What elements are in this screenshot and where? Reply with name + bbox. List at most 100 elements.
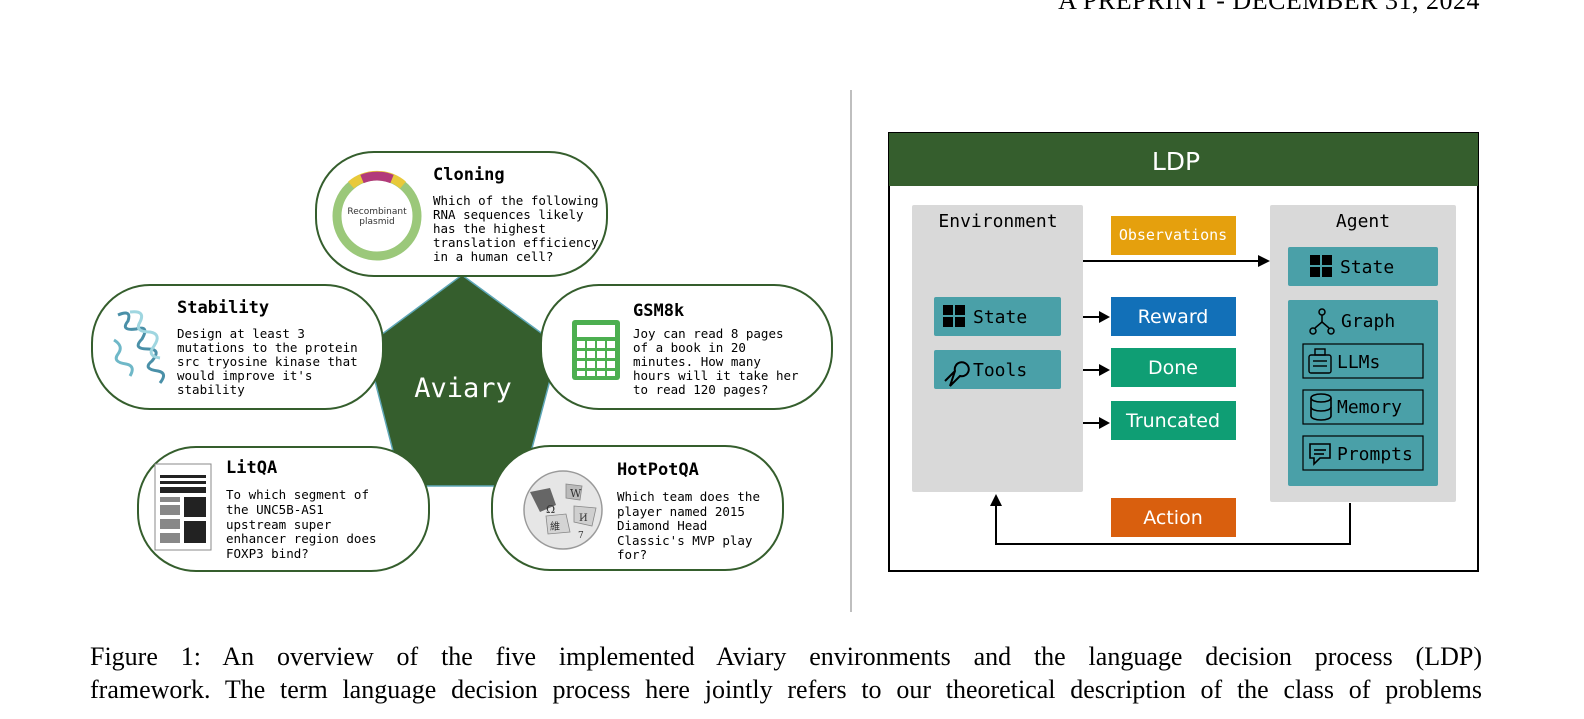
svg-text:enhancer region does: enhancer region does [226,531,377,546]
env-question: Which team does the player named 2015 Di… [617,489,760,562]
agent-memory: Memory [1302,389,1424,425]
agent-graph: Graph LLMs [1288,300,1438,486]
ldp-environment-box: Environment State Tools [912,205,1083,492]
svg-text:Which of the following: Which of the following [433,193,599,208]
svg-text:src tryosine kinase that: src tryosine kinase that [177,354,358,369]
svg-text:Diamond Head: Diamond Head [617,518,707,533]
svg-text:RNA sequences likely: RNA sequences likely [433,207,584,222]
env-card-gsm8k: GSM8k Joy can read 8 pages of a book in … [540,284,833,410]
svg-text:W: W [570,487,582,500]
action-arrowhead [990,494,1002,506]
agent-title: Agent [1336,211,1390,232]
env-card-stability: Stability Design at least 3 mutations to… [91,284,384,410]
svg-text:Action: Action [1143,507,1203,529]
ldp-title: LDP [1152,147,1200,176]
svg-text:would improve it's: would improve it's [177,368,312,383]
ldp-panel: LDP Environment State [888,132,1479,572]
database-icon [1310,393,1332,421]
env-card-litqa: LitQA To which segment of the UNC5B-AS1 … [137,446,430,572]
svg-text:Truncated: Truncated [1125,410,1220,432]
paper-document-icon [154,463,212,551]
done-signal: Done [1083,348,1236,387]
env-title: Cloning [433,165,505,185]
svg-text:維: 維 [550,520,560,533]
truncated-signal: Truncated [1083,401,1236,440]
grid-icon [943,305,965,327]
env-title: LitQA [226,458,277,478]
env-title: Stability [177,298,269,318]
svg-text:Reward: Reward [1138,306,1209,328]
svg-text:upstream super: upstream super [226,517,332,532]
svg-text:hours will it take her: hours will it take her [633,368,799,383]
action-feedback-arrow [995,503,1351,545]
caption-line-1: Figure 1: An overview of the five implem… [90,642,1482,671]
ldp-agent-box: Agent State [1270,205,1456,502]
env-title: HotPotQA [617,460,699,480]
graph-node-icon [1309,308,1335,335]
svg-text:State: State [973,307,1027,328]
wikipedia-globe-icon: Ω W 維 И 7 [523,470,603,550]
environment-title: Environment [938,211,1057,232]
svg-text:of a book in 20: of a book in 20 [633,340,746,355]
svg-text:Prompts: Prompts [1337,444,1413,465]
protein-ribbon-icon [113,310,165,384]
svg-text:Memory: Memory [1337,397,1402,418]
svg-text:in a human cell?: in a human cell? [433,249,553,264]
observations-arrowhead [1258,255,1270,267]
environment-state: State [934,297,1061,336]
svg-text:translation efficiency: translation efficiency [433,235,599,250]
reward-signal: Reward [1083,297,1236,336]
aviary-label: Aviary [414,373,512,404]
svg-text:Ω: Ω [546,503,555,516]
svg-text:Classic's MVP play: Classic's MVP play [617,533,753,548]
running-head: A PREPRINT - DECEMBER 31, 2024 [1058,0,1480,15]
svg-text:player named 2015: player named 2015 [617,504,745,519]
env-card-hotpotqa: Ω W 維 И 7 HotPotQA Which team does the p… [491,445,784,571]
svg-text:the UNC5B-AS1: the UNC5B-AS1 [226,502,324,517]
svg-text:Joy can read 8 pages: Joy can read 8 pages [633,326,784,341]
svg-text:mutations to the protein: mutations to the protein [177,340,358,355]
svg-text:State: State [1340,257,1394,278]
svg-text:Which team does the: Which team does the [617,489,760,504]
svg-text:И: И [579,513,588,524]
svg-text:stability: stability [177,382,245,397]
svg-text:minutes. How many: minutes. How many [633,354,761,369]
plasmid-icon: Recombinant plasmid [332,170,422,261]
chat-bubble-icon [1309,443,1331,466]
agent-llms: LLMs [1302,343,1424,379]
ldp-title-bar [889,133,1478,186]
env-card-cloning: Recombinant plasmid Cloning Which of the… [315,151,608,277]
svg-text:Graph: Graph [1341,311,1395,332]
env-title: GSM8k [633,301,684,321]
env-question: To which segment of the UNC5B-AS1 upstre… [226,487,377,561]
svg-text:Observations: Observations [1119,226,1227,244]
svg-text:has the highest: has the highest [433,221,546,236]
env-question: Which of the following RNA sequences lik… [433,193,599,264]
environment-tools: Tools [934,350,1061,389]
svg-text:LLMs: LLMs [1337,352,1380,373]
svg-text:to read 120 pages?: to read 120 pages? [633,382,768,397]
wrench-icon [944,361,970,387]
env-question: Joy can read 8 pages of a book in 20 min… [633,326,799,397]
calculator-icon [572,320,620,380]
action-signal: Action [1111,498,1236,537]
env-question: Design at least 3 mutations to the prote… [177,326,358,397]
grid-icon [1310,255,1332,277]
svg-text:for?: for? [617,547,647,562]
agent-prompts: Prompts [1302,435,1424,471]
svg-text:7: 7 [578,531,584,541]
aviary-panel: Aviary Recombinant plasmid Cloning Which… [91,151,833,572]
svg-text:Recombinant: Recombinant [347,207,407,217]
svg-text:plasmid: plasmid [359,217,394,227]
svg-text:FOXP3 bind?: FOXP3 bind? [226,546,309,561]
caption-line-2: framework. The term language decision pr… [90,675,1482,704]
observations-signal: Observations [1111,216,1236,255]
figure-caption: Figure 1: An overview of the five implem… [90,640,1482,706]
robot-icon [1308,348,1332,374]
svg-text:Design at least 3: Design at least 3 [177,326,305,341]
svg-text:Tools: Tools [973,360,1027,381]
svg-text:Done: Done [1148,357,1198,379]
agent-state: State [1288,247,1438,286]
